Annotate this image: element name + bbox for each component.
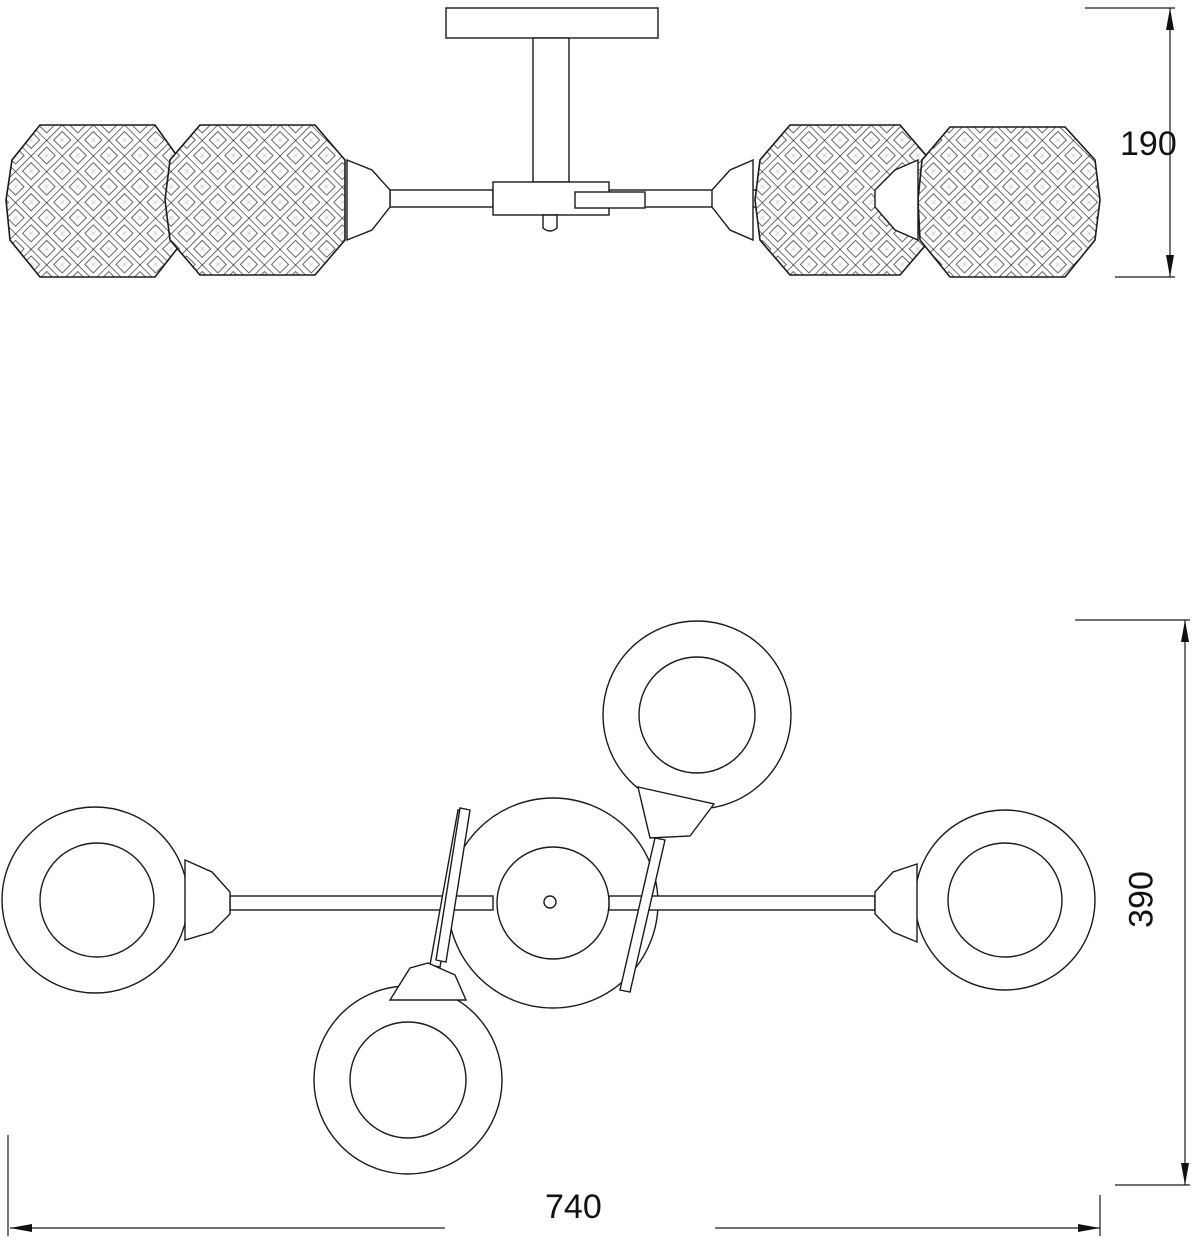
dimension-height-label: 190 xyxy=(1120,125,1177,163)
diagonal-bar-1b xyxy=(435,807,471,963)
holder-top-lower xyxy=(388,962,468,1001)
center-slider xyxy=(574,191,646,209)
holder-left xyxy=(346,158,391,242)
shade-side-4 xyxy=(917,126,1101,278)
holder-right-1 xyxy=(711,158,754,242)
dimension-line-depth xyxy=(1075,619,1190,1186)
holder-top-left xyxy=(184,858,231,941)
center-dot xyxy=(543,895,557,909)
holder-top-right xyxy=(874,863,918,944)
ceiling-plate xyxy=(445,7,659,39)
shade-side-2 xyxy=(164,124,346,276)
dimension-line-width xyxy=(7,1135,1101,1236)
shade-top-upper xyxy=(602,620,792,810)
shade-top-lower xyxy=(313,985,503,1175)
stem xyxy=(532,37,570,183)
side-view xyxy=(5,7,1175,278)
dimension-depth-label: 390 xyxy=(1122,871,1161,928)
holder-top-upper xyxy=(637,786,716,839)
finial xyxy=(542,214,558,232)
shade-side-1 xyxy=(5,124,181,278)
holder-right-2 xyxy=(874,158,919,242)
diagonal-bar-2 xyxy=(619,837,666,993)
shade-top-right xyxy=(914,809,1096,991)
dimension-width-label: 740 xyxy=(545,1188,602,1226)
shade-top-left xyxy=(1,806,189,994)
dimension-line-height xyxy=(1085,7,1175,278)
shade-side-3 xyxy=(754,124,931,276)
top-view xyxy=(1,619,1190,1236)
arm-left xyxy=(389,189,494,208)
